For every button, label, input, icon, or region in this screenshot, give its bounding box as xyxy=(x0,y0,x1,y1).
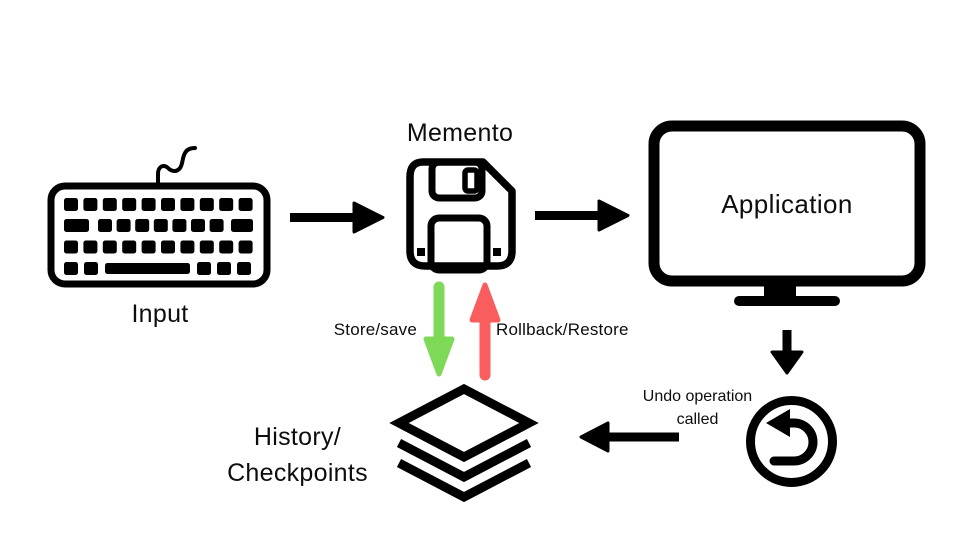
keyboard-keys xyxy=(64,198,253,275)
floppy-disk-icon xyxy=(406,158,516,274)
arrow-input-to-memento xyxy=(290,201,385,234)
arrow-undo-to-history xyxy=(579,421,679,453)
memento-node-label: Memento xyxy=(406,119,514,147)
history-label-line1: History/ xyxy=(253,423,342,451)
undo-arrowhead xyxy=(766,409,790,437)
layers-bottom-layer xyxy=(396,459,532,503)
undo-arrow-curve xyxy=(769,418,818,466)
application-node-label: Application xyxy=(721,189,853,219)
monitor-icon xyxy=(648,120,926,306)
rollback-edge-label: Rollback/Restore xyxy=(496,320,629,339)
undo-label-line2: called xyxy=(676,411,719,428)
layers-icon xyxy=(389,383,539,503)
arrow-application-to-undo xyxy=(770,330,804,375)
layers-middle-layer xyxy=(396,439,532,483)
monitor-base xyxy=(734,296,840,306)
history-node-label: History/ Checkpoints xyxy=(210,419,385,491)
floppy-write-tab xyxy=(462,167,480,194)
store-arrow xyxy=(423,281,455,377)
floppy-label-area xyxy=(427,214,491,274)
undo-circle-icon xyxy=(746,396,837,487)
undo-label-line1: Undo operation xyxy=(642,388,753,405)
monitor-neck xyxy=(764,282,796,298)
keyboard-cable xyxy=(156,146,197,189)
floppy-outline xyxy=(406,158,516,270)
floppy-shutter xyxy=(428,158,486,202)
monitor-screen xyxy=(648,120,926,287)
undo-circle-outline xyxy=(746,396,837,487)
rollback-arrow xyxy=(469,282,501,381)
arrow-memento-to-application xyxy=(535,199,630,232)
undo-edge-label: Undo operation called xyxy=(620,385,775,431)
floppy-corner-dot-right xyxy=(493,248,501,256)
keyboard-icon xyxy=(47,146,271,288)
layers-top-layer xyxy=(389,383,539,463)
store-edge-label: Store/save xyxy=(333,320,417,339)
keyboard-body xyxy=(47,182,271,288)
input-node-label: Input xyxy=(131,300,189,328)
floppy-corner-dot-left xyxy=(417,248,425,256)
history-label-line2: Checkpoints xyxy=(227,459,368,487)
